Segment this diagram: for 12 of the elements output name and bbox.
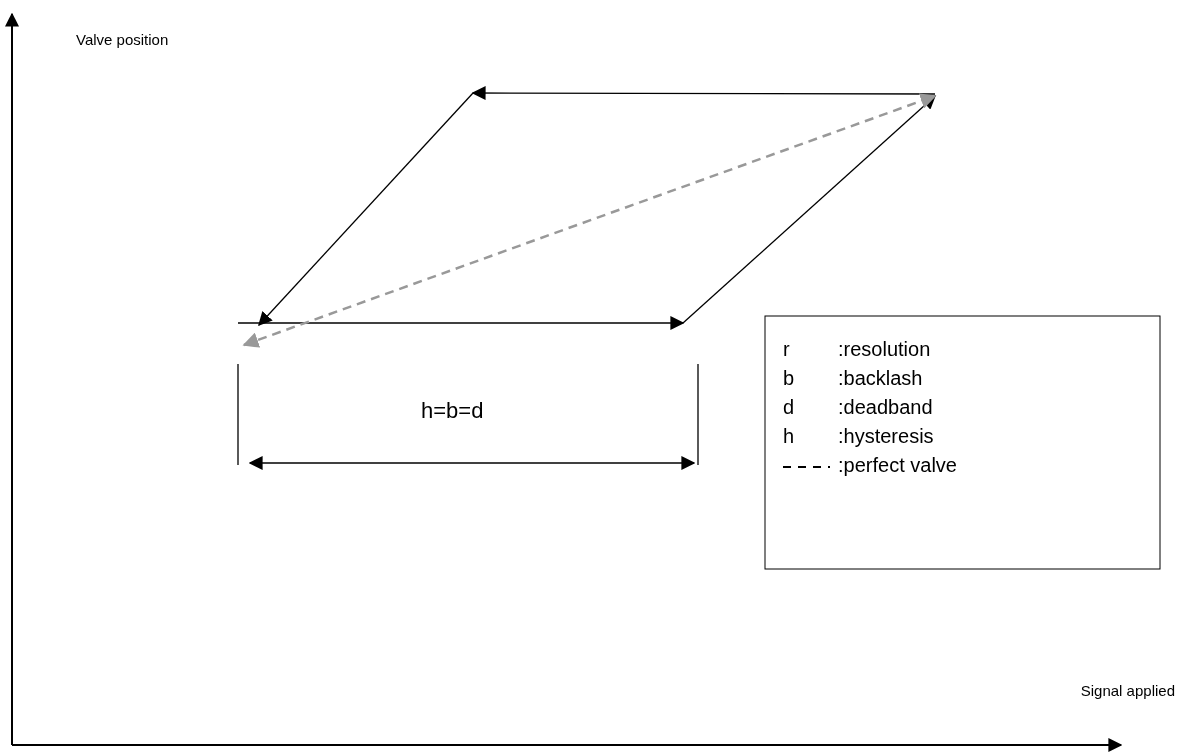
axis-label: Signal applied bbox=[1080, 683, 1175, 700]
axis-label: Valve position bbox=[76, 32, 169, 49]
legend-text: :deadband bbox=[838, 396, 933, 418]
legend-text: :hysteresis bbox=[838, 425, 934, 447]
dimension-label: h=b=d bbox=[421, 399, 484, 424]
legend-text: :backlash bbox=[838, 367, 923, 389]
symbol-label: r bbox=[783, 338, 790, 360]
symbol-label: h bbox=[783, 425, 795, 447]
legend-text: :perfect valve bbox=[838, 454, 957, 476]
symbol-label: d bbox=[783, 396, 795, 418]
legend-text: :resolution bbox=[838, 338, 931, 360]
symbol-label: b bbox=[783, 367, 795, 389]
